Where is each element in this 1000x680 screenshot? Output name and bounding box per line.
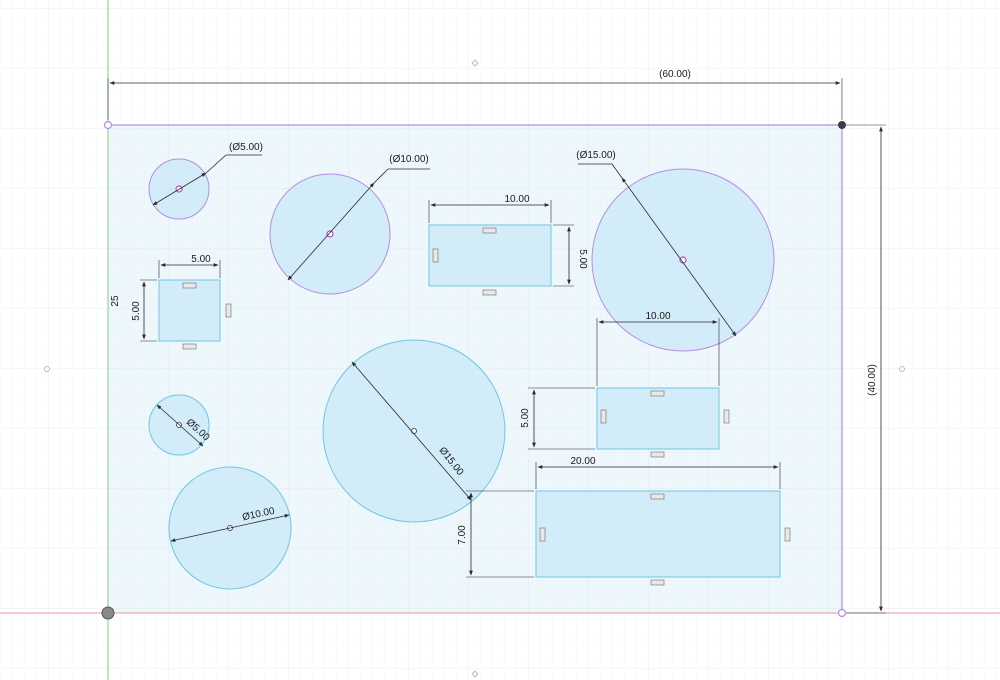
rect-btm-height-label[interactable]: 7.00	[457, 525, 468, 545]
rect-bottom-right[interactable]	[535, 490, 781, 578]
circle-d5-top-label[interactable]: (Ø5.00)	[229, 142, 263, 153]
overall-height-label[interactable]: (40.00)	[867, 364, 878, 396]
vertical-constraint-icon[interactable]	[225, 303, 232, 318]
rect-small-width-label[interactable]: 5.00	[191, 254, 211, 265]
horizontal-constraint-icon[interactable]	[650, 493, 665, 500]
corner-point-bottom-right[interactable]	[837, 608, 847, 618]
horizontal-constraint-icon[interactable]	[182, 343, 197, 350]
rect-top-width-label[interactable]: 10.00	[504, 194, 529, 205]
rect-small-height-label[interactable]: 5.00	[131, 301, 142, 321]
circle-d15-center-center[interactable]	[411, 428, 417, 434]
corner-point-top-left[interactable]	[103, 120, 113, 130]
left-side-dimension-label[interactable]: 25	[110, 295, 121, 307]
circle-d5-top-diameter[interactable]	[152, 172, 207, 206]
rect-mid-height-label[interactable]: 5.00	[520, 408, 531, 428]
rect-small-square[interactable]	[158, 279, 221, 342]
circle-d15-right-label[interactable]: (Ø15.00)	[576, 150, 615, 161]
circle-d5-top-leader	[205, 154, 227, 174]
vertical-constraint-icon[interactable]	[432, 248, 439, 263]
midpoint-marker-top[interactable]	[471, 59, 479, 67]
circle-d10-top-center[interactable]	[326, 230, 334, 238]
circle-d10-bottom-diameter[interactable]	[170, 514, 290, 542]
midpoint-marker-bottom[interactable]	[471, 670, 479, 678]
horizontal-constraint-icon[interactable]	[650, 451, 665, 458]
rect-btm-width-label[interactable]: 20.00	[570, 456, 595, 467]
circle-d5-bottom-diameter[interactable]	[156, 404, 204, 447]
corner-point-top-right[interactable]	[838, 121, 846, 129]
vertical-constraint-icon[interactable]	[723, 409, 730, 424]
rect-middle-right[interactable]	[596, 387, 720, 450]
rect-top-height-label[interactable]: 5.00	[577, 249, 588, 269]
circle-d15-center-diameter[interactable]	[351, 361, 472, 501]
horizontal-constraint-icon[interactable]	[482, 227, 497, 234]
vertical-constraint-icon[interactable]	[539, 527, 546, 542]
horizontal-constraint-icon[interactable]	[650, 390, 665, 397]
horizontal-constraint-icon[interactable]	[182, 282, 197, 289]
circle-d15-right-leader	[611, 163, 623, 179]
horizontal-constraint-icon[interactable]	[650, 579, 665, 586]
circle-d10-top-diameter[interactable]	[287, 182, 375, 281]
horizontal-constraint-icon[interactable]	[482, 289, 497, 296]
midpoint-marker-right[interactable]	[899, 366, 905, 372]
rect-mid-width-label[interactable]: 10.00	[645, 311, 670, 322]
overall-width-label[interactable]: (60.00)	[659, 69, 691, 80]
circle-d15-right-diameter[interactable]	[621, 177, 737, 337]
circle-d10-top-label[interactable]: (Ø10.00)	[389, 154, 428, 165]
rect-top-middle[interactable]	[428, 224, 552, 287]
circle-d10-top-leader	[373, 168, 389, 184]
vertical-constraint-icon[interactable]	[600, 409, 607, 424]
origin-point[interactable]	[101, 606, 115, 620]
vertical-constraint-icon[interactable]	[784, 527, 791, 542]
midpoint-marker-left[interactable]	[44, 366, 50, 372]
